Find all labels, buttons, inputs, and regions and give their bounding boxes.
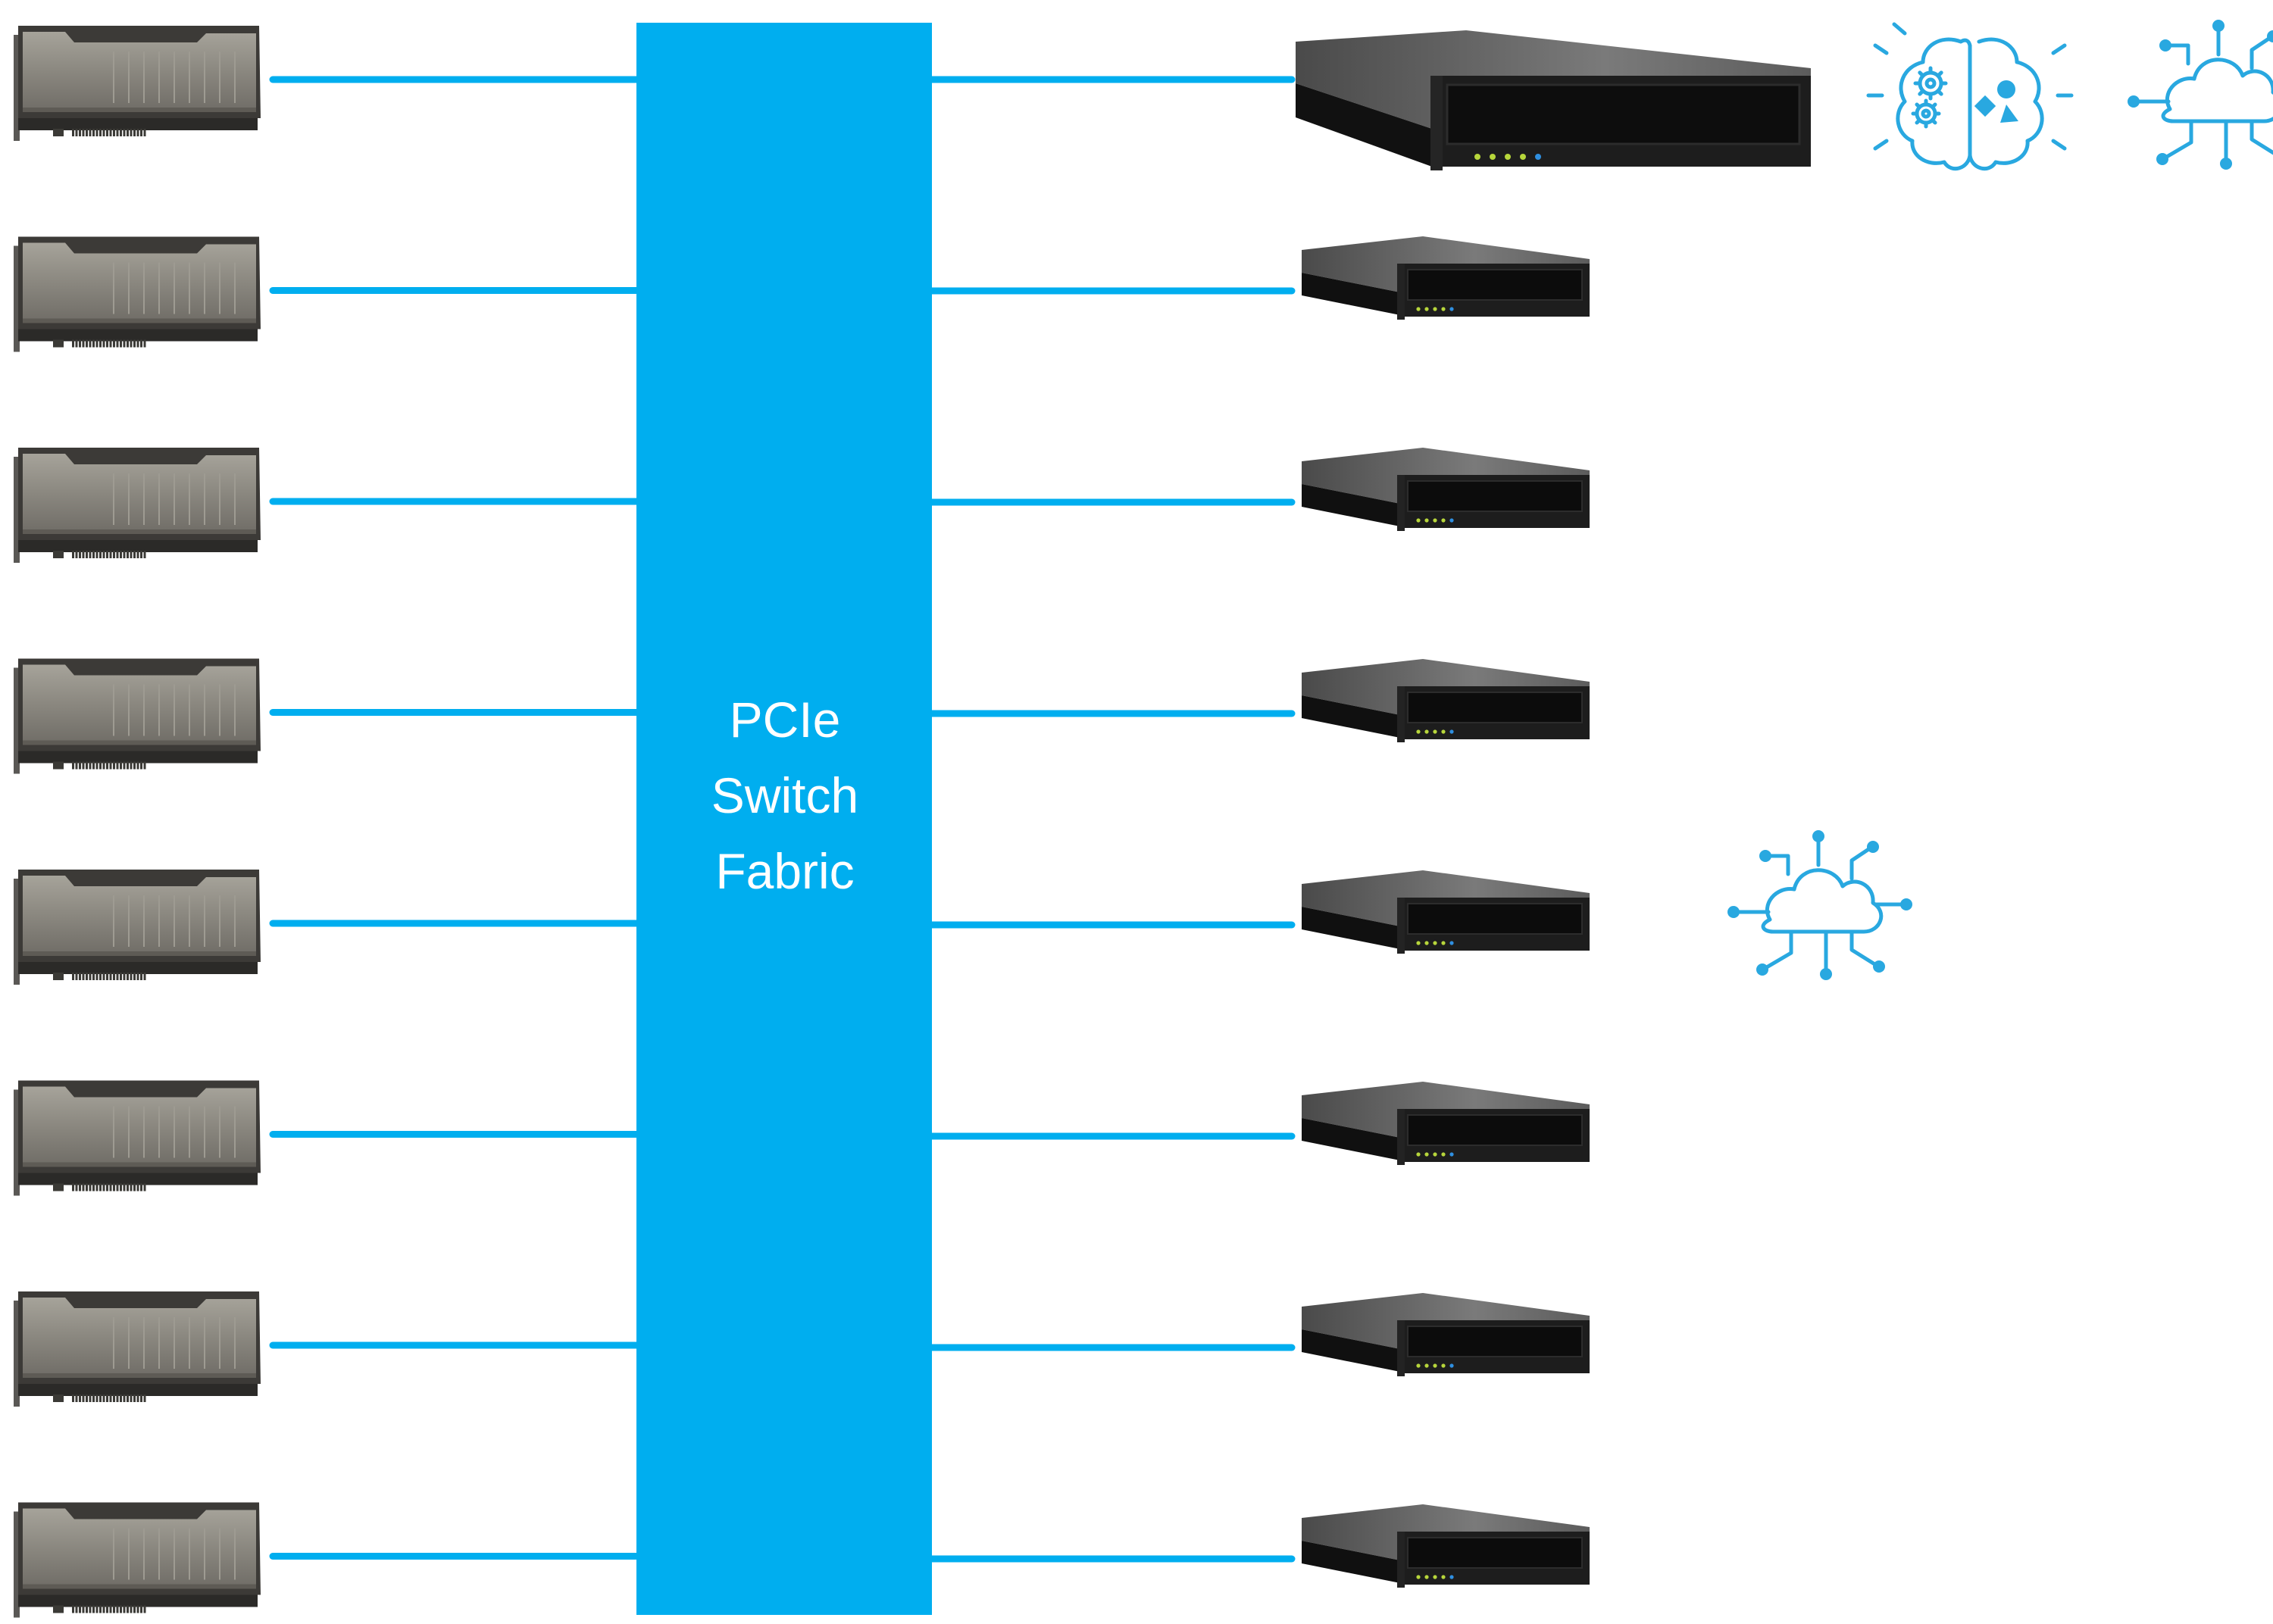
- gpu-cards: [14, 26, 261, 1618]
- gpu-card-icon: [14, 1502, 261, 1618]
- switch-label-line: Fabric: [715, 843, 855, 899]
- ai-brain-icon: [1866, 22, 2074, 171]
- gpu-card-icon: [14, 658, 261, 774]
- switch-label: PCIe Switch Fabric: [638, 682, 932, 909]
- gpu-links: [269, 76, 640, 1560]
- pcie-switch-fabric: [636, 23, 932, 1615]
- switch-label-line: Switch: [711, 767, 859, 823]
- gpu-card-icon: [14, 1291, 261, 1407]
- gpu-card-icon: [14, 870, 261, 985]
- switch-label-line: PCIe: [729, 692, 841, 748]
- gpu-card-icon: [14, 236, 261, 352]
- rack-server-icon: [1302, 1082, 1590, 1165]
- server-links: [928, 76, 1296, 1563]
- gpu-card-icon: [14, 1080, 261, 1196]
- cloud-network-icon: [2128, 20, 2273, 170]
- rack-server-icon: [1302, 659, 1590, 742]
- rack-server-icon: [1302, 1504, 1590, 1588]
- rack-server-icon: [1296, 30, 1811, 170]
- cloud-network-icon: [1727, 830, 1912, 980]
- rack-server-icon: [1302, 870, 1590, 954]
- rack-server-icon: [1302, 448, 1590, 531]
- rack-server-icon: [1302, 1293, 1590, 1376]
- gpu-card-icon: [14, 26, 261, 141]
- rack-servers: [1296, 30, 1811, 1588]
- concept-icons: [1727, 20, 2273, 980]
- rack-server-icon: [1302, 236, 1590, 320]
- gpu-card-icon: [14, 448, 261, 563]
